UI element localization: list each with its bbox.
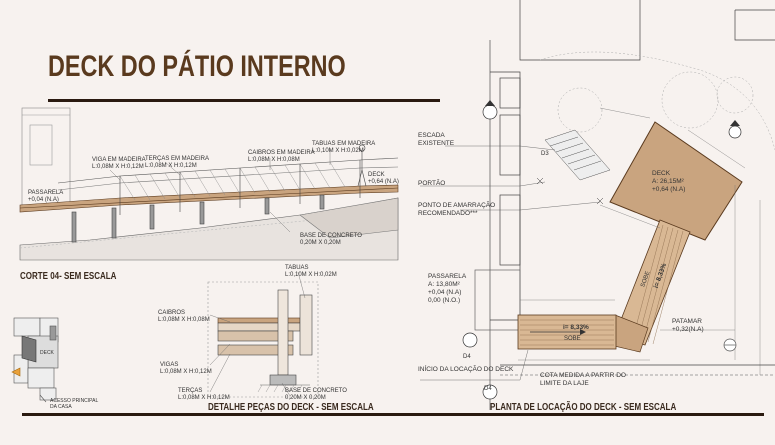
- plan-slope-horizontal-dir: SOBE: [564, 336, 581, 342]
- section-label-caibros: CAIBROS EM MADEIRA L:0,08M X H:0,08M: [248, 150, 315, 163]
- plan-drawing: [420, 0, 775, 400]
- key-plan-deck-label: DECK: [40, 350, 54, 356]
- page-title: DECK DO PÁTIO INTERNO: [48, 50, 346, 83]
- plan-label-escada: ESCADA EXISTENTE: [418, 132, 455, 147]
- plan-label-deck: DECK A: 26,15M² +0,64 (N.A): [652, 170, 686, 193]
- section-label-deck: DECK +0,64 (N.A): [368, 172, 399, 185]
- detail-label-base: BASE DE CONCRETO 0,20M X 0,20M: [285, 388, 347, 401]
- section-label-base: BASE DE CONCRETO 0,20M X 0,20M: [300, 233, 362, 246]
- title-underline: [48, 99, 440, 102]
- key-plan: [11, 317, 59, 403]
- key-plan-access-label: ACESSO PRINCIPAL DA CASA: [50, 398, 99, 410]
- detail-caption: DETALHE PEÇAS DO DECK - SEM ESCALA: [208, 402, 374, 413]
- detail-label-tabuas: TABUAS L:0,10M X H:0,02M: [285, 265, 337, 278]
- section-caption: CORTE 04- SEM ESCALA: [20, 271, 117, 282]
- section-label-tabuas: TABUAS EM MADEIRA L:0,10M X H:0,02M: [312, 141, 376, 154]
- detail-label-tercas: TERÇAS L:0,08M X H:0,12M: [178, 388, 230, 401]
- detail-drawing: [207, 271, 319, 398]
- section-label-viga: VIGA EM MADEIRA L:0,08M X H:0,12M: [92, 157, 146, 170]
- plan-caption: PLANTA DE LOCAÇÃO DO DECK - SEM ESCALA: [490, 402, 677, 413]
- detail-label-vigas: VIGAS L:0,08M X H:0,12M: [160, 362, 212, 375]
- plan-label-ponto: PONTO DE AMARRAÇÃO RECOMENDADO***: [418, 202, 496, 217]
- plan-marker-d4-a: D4: [463, 354, 471, 360]
- plan-label-cota: COTA MEDIDA A PARTIR DO LIMITE DA LAJE: [540, 372, 626, 387]
- section-drawing: [19, 107, 399, 261]
- plan-marker-d3: D3: [541, 151, 549, 157]
- plan-label-patamar: PATAMAR +0,32(N.A): [672, 318, 704, 333]
- section-label-passarela: PASSARELA +0,04 (N.A): [28, 190, 64, 203]
- plan-marker-d4-b: D4: [484, 386, 492, 392]
- detail-label-caibros: CAIBROS L:0,08M X H:0,08M: [158, 310, 210, 323]
- plan-label-portao: PORTÃO: [418, 180, 446, 187]
- bottom-rule: [22, 413, 764, 416]
- plan-slope-horizontal: i= 8,33%: [563, 324, 589, 331]
- plan-label-inicio: INÍCIO DA LOCAÇÃO DO DECK: [418, 366, 514, 373]
- plan-label-passarela: PASSARELA A: 13,80M² +0,04 (N.A) 0,00 (N…: [428, 273, 467, 304]
- section-label-tercas: TERÇAS EM MADEIRA L:0,08M X H:0,12M: [145, 156, 210, 169]
